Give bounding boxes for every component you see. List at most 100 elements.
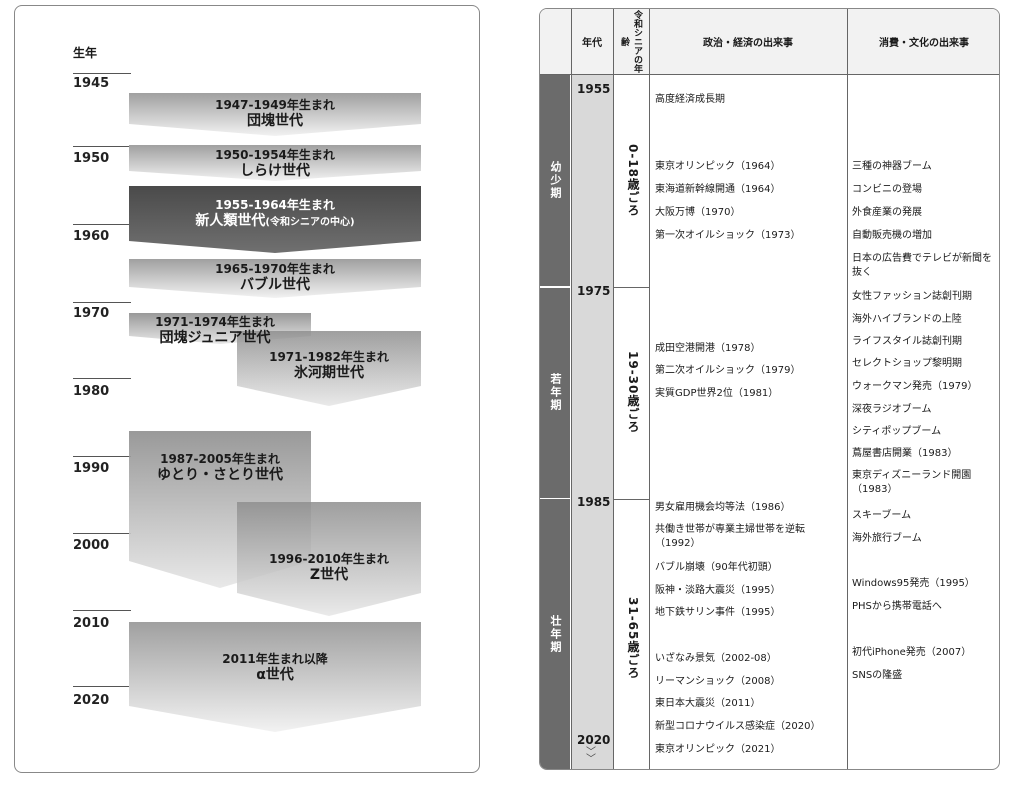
arrow-hyogaki bbox=[237, 331, 421, 406]
column-divider bbox=[847, 9, 848, 769]
arrow-dankai bbox=[129, 93, 421, 136]
politics-event: 第一次オイルショック（1973） bbox=[655, 230, 801, 241]
generation-arrows bbox=[129, 93, 421, 732]
year-label-2020: 2020 bbox=[73, 693, 110, 708]
year-tick-line bbox=[73, 302, 131, 303]
age-row-divider bbox=[613, 499, 649, 500]
culture-event: PHSから携帯電話へ bbox=[852, 601, 942, 612]
year-1985: 1985 bbox=[577, 495, 611, 509]
year-tick-line bbox=[73, 378, 131, 379]
year-tick-line bbox=[73, 533, 131, 534]
culture-event: スキーブーム bbox=[852, 510, 912, 521]
year-label-1950: 1950 bbox=[73, 151, 110, 166]
culture-event: 東京ディズニーランド開園（1983） bbox=[852, 470, 972, 495]
politics-event: 男女雇用機会均等法（1986） bbox=[655, 502, 791, 513]
arrow-shirake bbox=[129, 145, 421, 181]
culture-event: 蔦屋書店開業（1983） bbox=[852, 448, 958, 459]
generation-alpha: 2011年生まれ以降 α世代 bbox=[222, 652, 328, 683]
culture-event: シティポップブーム bbox=[852, 426, 942, 437]
year-tick-line bbox=[73, 686, 131, 687]
column-divider bbox=[649, 9, 650, 769]
age-row-divider bbox=[613, 287, 649, 288]
politics-event: 阪神・淡路大震災（1995） bbox=[655, 585, 781, 596]
header-year: 年代 bbox=[571, 9, 613, 75]
politics-event: 東京オリンピック（1964） bbox=[655, 161, 781, 172]
arrow-bubble bbox=[129, 259, 421, 298]
culture-event: 海外ハイブランドの上陸 bbox=[852, 314, 962, 325]
culture-event: セレクトショップ黎明期 bbox=[852, 358, 962, 369]
year-label-1980: 1980 bbox=[73, 384, 110, 399]
politics-event: 成田空港開港（1978） bbox=[655, 343, 761, 354]
politics-event: 大阪万博（1970） bbox=[655, 207, 741, 218]
arrow-alpha bbox=[129, 622, 421, 732]
year-label-2000: 2000 bbox=[73, 538, 110, 553]
generation-shirake: 1950-1954年生まれ しらけ世代 bbox=[215, 148, 335, 179]
header-culture: 消費・文化の出来事 bbox=[847, 9, 999, 75]
generation-dankai: 1947-1949年生まれ 団塊世代 bbox=[215, 98, 335, 129]
header-age: 令和シニアの年齢 bbox=[613, 9, 649, 75]
culture-event: Windows95発売（1995） bbox=[852, 578, 975, 589]
politics-event: 東京オリンピック（2021） bbox=[655, 744, 781, 755]
year-1975: 1975 bbox=[577, 284, 611, 298]
culture-event: コンビニの登場 bbox=[852, 184, 922, 195]
arrow-shinjinrui bbox=[129, 186, 421, 253]
age-31-65: 31-65歳ごろ bbox=[626, 597, 640, 680]
year-1955: 1955 bbox=[577, 82, 611, 96]
generation-dankai-junior: 1971-1974年生まれ 団塊ジュニア世代 bbox=[155, 315, 275, 346]
stage-prime: 壮年期 bbox=[540, 499, 570, 769]
age-19-30: 19-30歳ごろ bbox=[626, 351, 640, 434]
politics-event: 新型コロナウイルス感染症（2020） bbox=[655, 721, 821, 732]
politics-event: 高度経済成長期 bbox=[655, 94, 725, 105]
column-divider bbox=[613, 9, 614, 769]
culture-event: 三種の神器ブーム bbox=[852, 161, 932, 172]
header-politics: 政治・経済の出来事 bbox=[649, 9, 847, 75]
politics-event: 第二次オイルショック（1979） bbox=[655, 365, 801, 376]
header-blank bbox=[540, 9, 571, 75]
generation-yutori: 1987-2005年生まれ ゆとり・さとり世代 bbox=[157, 452, 283, 483]
generation-timeline-panel: 生年 1945 1950 1960 1970 1980 1990 2000 20… bbox=[14, 5, 480, 773]
culture-event: 外食産業の発展 bbox=[852, 207, 922, 218]
chevron-down-icon: ﹀﹀ bbox=[586, 747, 596, 765]
year-tick-line bbox=[73, 456, 131, 457]
year-2020: 2020 bbox=[577, 733, 611, 747]
year-label-1945: 1945 bbox=[73, 76, 110, 91]
culture-event: ライフスタイル誌創刊期 bbox=[852, 336, 962, 347]
generation-z: 1996-2010年生まれ Z世代 bbox=[269, 552, 389, 583]
year-tick-line bbox=[73, 224, 131, 225]
year-label-1960: 1960 bbox=[73, 229, 110, 244]
culture-event: 自動販売機の増加 bbox=[852, 230, 932, 241]
generation-bubble: 1965-1970年生まれ バブル世代 bbox=[215, 262, 335, 293]
stage-childhood: 幼少期 bbox=[540, 75, 570, 287]
politics-event: 地下鉄サリン事件（1995） bbox=[655, 607, 781, 618]
culture-event: 深夜ラジオブーム bbox=[852, 404, 932, 415]
generation-hyogaki: 1971-1982年生まれ 氷河期世代 bbox=[269, 350, 389, 381]
arrow-z bbox=[237, 502, 421, 616]
politics-event: 共働き世帯が専業主婦世帯を逆転（1992） bbox=[655, 524, 805, 549]
birth-year-axis-title: 生年 bbox=[73, 46, 98, 60]
culture-event: SNSの隆盛 bbox=[852, 670, 903, 681]
culture-event: 海外旅行ブーム bbox=[852, 533, 922, 544]
year-tick-line bbox=[73, 610, 131, 611]
year-tick-line bbox=[73, 73, 131, 74]
politics-event: 実質GDP世界2位（1981） bbox=[655, 388, 779, 399]
age-0-18: 0-18歳ごろ bbox=[626, 144, 640, 218]
stage-youth: 若年期 bbox=[540, 287, 570, 499]
culture-event: 初代iPhone発売（2007） bbox=[852, 647, 972, 658]
year-label-2010: 2010 bbox=[73, 616, 110, 631]
culture-event: ウォークマン発売（1979） bbox=[852, 381, 978, 392]
column-divider bbox=[571, 9, 572, 769]
events-table-panel: 年代 令和シニアの年齢 政治・経済の出来事 消費・文化の出来事 幼少期 若年期 … bbox=[539, 8, 1000, 770]
politics-event: リーマンショック（2008） bbox=[655, 676, 781, 687]
culture-event: 女性ファッション誌創刊期 bbox=[852, 291, 972, 302]
culture-event: 日本の広告費でテレビが新聞を抜く bbox=[852, 253, 992, 278]
politics-event: 東日本大震災（2011） bbox=[655, 698, 761, 709]
politics-event: いざなみ景気（2002-08） bbox=[655, 653, 777, 664]
stage-divider bbox=[540, 287, 571, 288]
year-label-1970: 1970 bbox=[73, 306, 110, 321]
generation-shinjinrui: 1955-1964年生まれ 新人類世代(令和シニアの中心) bbox=[195, 198, 355, 229]
politics-event: 東海道新幹線開通（1964） bbox=[655, 184, 781, 195]
politics-event: バブル崩壊（90年代初頭） bbox=[655, 562, 778, 573]
year-band bbox=[571, 75, 613, 769]
year-tick-line bbox=[73, 146, 131, 147]
year-label-1990: 1990 bbox=[73, 461, 110, 476]
